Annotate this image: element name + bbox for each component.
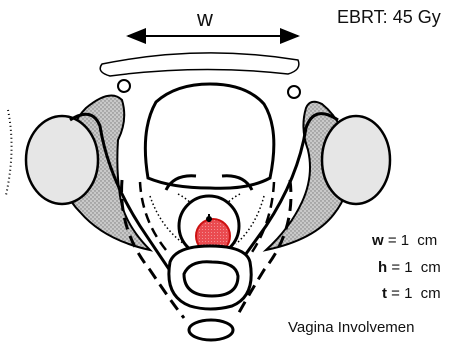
measurement-value: = 1 (391, 259, 412, 276)
ctv-dashed-outer-left (122, 180, 184, 318)
width-symbol-label: w (197, 6, 213, 32)
measurement-w: w = 1 cm (372, 232, 437, 249)
tumor-marker-dot (206, 216, 212, 222)
measurement-value: = 1 (388, 232, 409, 249)
left-femoral-head (26, 116, 98, 204)
left-small-vessel (118, 80, 130, 92)
measurement-h: h = 1 cm (378, 259, 441, 276)
measurement-value: = 1 (391, 285, 412, 302)
ebrt-dose-label: EBRT: 45 Gy (337, 7, 441, 28)
measurement-symbol: h (378, 259, 387, 276)
measurement-t: t = 1 cm (382, 285, 441, 302)
ctv-dashed-inner-left (140, 182, 166, 250)
measurement-unit: cm (421, 285, 441, 302)
vagina-involvement-label: Vagina Involvemen (288, 319, 414, 336)
left-edge-dotted (6, 110, 12, 195)
right-small-vessel (288, 86, 300, 98)
measurement-symbol: w (372, 232, 384, 249)
measurement-unit: cm (421, 259, 441, 276)
coccyx (189, 320, 233, 340)
measurement-unit: cm (417, 232, 437, 249)
measurement-symbol: t (382, 285, 387, 302)
right-femoral-head (322, 116, 390, 204)
anterior-lens-outline (100, 53, 299, 76)
bladder (145, 84, 274, 188)
rectum-inner (184, 262, 238, 296)
